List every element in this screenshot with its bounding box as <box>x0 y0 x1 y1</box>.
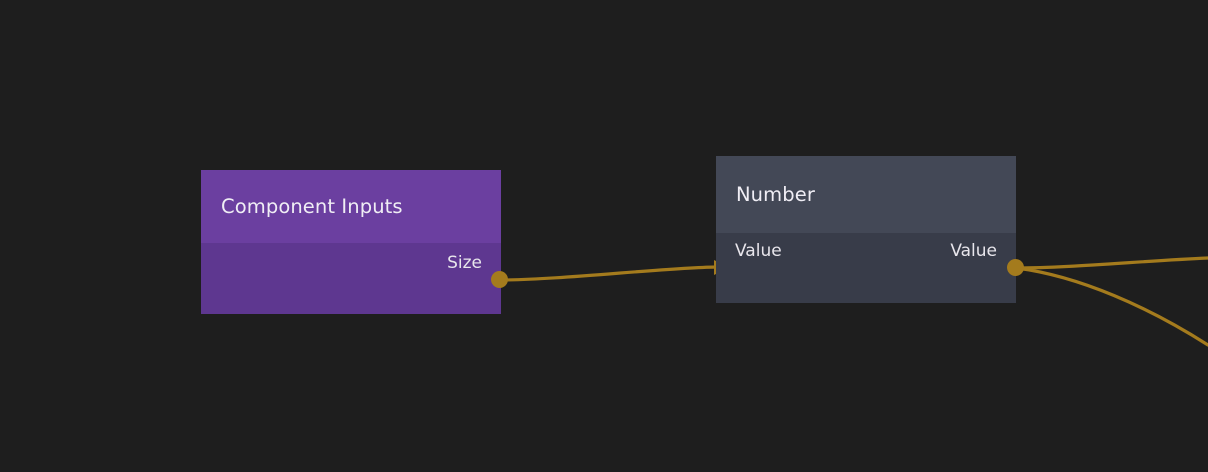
node-title-component-inputs: Component Inputs <box>221 195 403 218</box>
output-port-size[interactable] <box>491 271 508 288</box>
output-port-value[interactable] <box>1007 259 1024 276</box>
output-label-value: Value <box>950 240 997 261</box>
node-header-number[interactable]: Number <box>716 156 1016 233</box>
node-number[interactable]: Number Value Value <box>716 156 1016 303</box>
node-body-component-inputs: Size <box>201 243 501 314</box>
port-row-value[interactable]: Value Value <box>716 233 1016 269</box>
input-label-value: Value <box>735 240 782 261</box>
node-component-inputs[interactable]: Component Inputs Size <box>201 170 501 314</box>
edge-value-out-upper <box>1014 256 1208 270</box>
node-header-component-inputs[interactable]: Component Inputs <box>201 170 501 243</box>
edge-value-out-lower <box>1014 266 1208 347</box>
edge-size-to-value <box>498 265 718 282</box>
node-title-number: Number <box>736 183 815 206</box>
node-body-number: Value Value <box>716 233 1016 303</box>
output-label-size: Size <box>447 252 482 273</box>
output-row-size[interactable]: Size <box>201 243 501 283</box>
